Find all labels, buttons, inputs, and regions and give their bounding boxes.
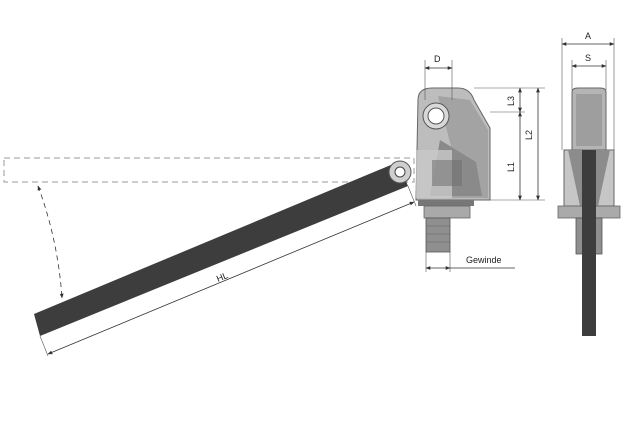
clamp-front-view: [557, 87, 621, 336]
l3-dimension: L3: [474, 87, 545, 113]
lever: [34, 160, 412, 336]
lever-ghost-position: [3, 157, 415, 183]
swing-arc: [37, 185, 64, 299]
s-dimension: S: [571, 53, 607, 90]
label-s: S: [585, 53, 591, 63]
clamp-body-side-view: [415, 87, 491, 253]
label-a: A: [585, 31, 591, 41]
label-l3: L3: [506, 96, 516, 106]
label-hl: HL: [215, 270, 229, 284]
label-d: D: [434, 54, 441, 64]
d-dimension: D: [424, 54, 453, 100]
label-l1: L1: [506, 162, 516, 172]
l1-dimension: L1: [506, 111, 522, 201]
a-dimension: A: [561, 31, 615, 150]
hl-dimension: HL: [39, 185, 417, 357]
label-l2: L2: [524, 130, 534, 140]
thread-dimension: Gewinde: [425, 252, 515, 272]
l2-dimension: L2: [490, 87, 545, 201]
label-thread: Gewinde: [466, 255, 502, 265]
